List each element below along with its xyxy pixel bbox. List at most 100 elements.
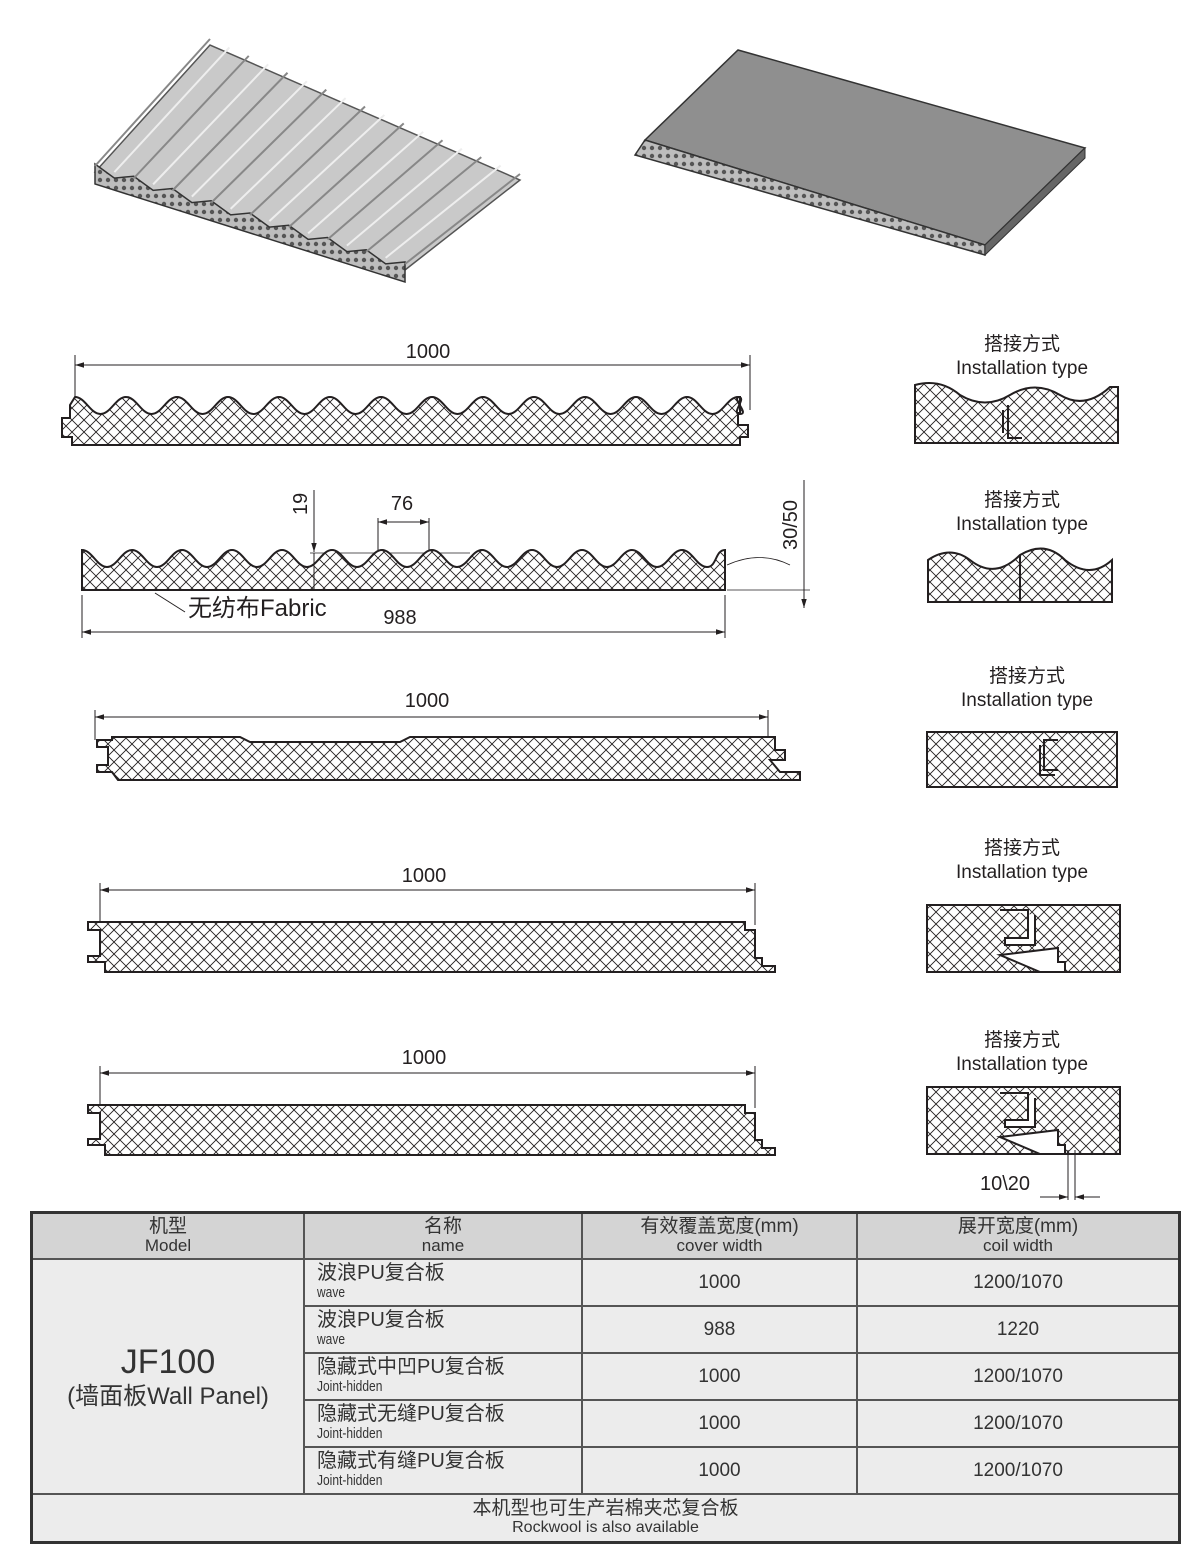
header-zh: 有效覆盖宽度(mm) [640, 1216, 799, 1237]
peak-height-dimension: 19 [290, 493, 312, 515]
cover-width-cell: 1000 [581, 1258, 858, 1307]
wave-ridge-line [288, 122, 405, 228]
coil-width-cell: 1200/1070 [856, 1399, 1181, 1448]
wave-panel-3d-image [93, 38, 522, 284]
name-en: Joint-hidden [317, 1377, 383, 1395]
width-dimension: 1000 [405, 690, 450, 712]
cover-width-cell: 1000 [581, 1446, 858, 1495]
installation-label-zh: 搭接方式 [984, 837, 1060, 859]
width-dimension: 1000 [406, 341, 451, 363]
cover-width-cell: 1000 [581, 1399, 858, 1448]
wave-ridge-line [229, 97, 347, 210]
name-en: wave [317, 1283, 346, 1301]
installation-label-zh: 搭接方式 [984, 333, 1060, 355]
gap-dimension: 10\20 [980, 1173, 1030, 1195]
name-zh: 隐藏式无缝PU复合板 [317, 1402, 505, 1425]
installation-label-en: Installation type [961, 690, 1093, 711]
footer-en: Rockwool is also available [512, 1519, 699, 1536]
header-en: Model [144, 1236, 192, 1255]
wave-ridge-line [249, 105, 366, 216]
header-coil-width: 展开宽度(mm)coil width [856, 1211, 1181, 1260]
joint-hidden-seamed-panel-section: 1000 [87, 1047, 776, 1156]
flat-panel-3d-image [633, 49, 1087, 257]
wave-ridge-line [133, 55, 250, 179]
header-cover-width: 有效覆盖宽度(mm)cover width [581, 1211, 858, 1260]
installation-type-4: 搭接方式 Installation type [926, 837, 1121, 973]
wave-ridge-line [113, 46, 231, 173]
header-zh: 机型 [148, 1216, 187, 1237]
model-code: JF100 [120, 1342, 216, 1381]
header-en: cover width [676, 1236, 763, 1255]
width-dimension: 1000 [402, 865, 447, 887]
installation-label-en: Installation type [956, 514, 1088, 535]
wave-ridge-line [210, 88, 327, 204]
joint-hidden-concave-panel-section: 1000 [94, 690, 801, 781]
header-zh: 名称 [423, 1216, 462, 1237]
installation-label-zh: 搭接方式 [984, 1029, 1060, 1051]
fabric-label: 无纺布Fabric [188, 595, 327, 622]
pitch-dimension: 76 [391, 493, 413, 515]
wave-ridge-line [152, 63, 269, 186]
wave-ridge-line [326, 139, 444, 241]
footer-zh: 本机型也可生产岩棉夹芯复合板 [472, 1498, 739, 1519]
name-en: Joint-hidden [317, 1424, 383, 1442]
coil-width-cell: 1200/1070 [856, 1446, 1181, 1495]
wave-ridge-line [384, 164, 502, 259]
name-en: wave [317, 1330, 346, 1348]
wave-ridge-line [191, 80, 308, 198]
name-zh: 波浪PU复合板 [317, 1308, 445, 1331]
wave-ridge-line [307, 131, 424, 235]
technical-drawing: 1000 19 76 30/50 无纺布Fabric 988 1000 1000 [61, 38, 1121, 1200]
header-en: coil width [983, 1236, 1053, 1255]
thickness-dimension: 30/50 [780, 500, 802, 550]
installation-label-zh: 搭接方式 [989, 665, 1065, 687]
installation-type-3: 搭接方式 Installation type [926, 665, 1118, 788]
model-subtitle: (墙面板Wall Panel) [67, 1382, 269, 1410]
cover-width-cell: 1000 [581, 1352, 858, 1401]
name-zh: 隐藏式中凹PU复合板 [317, 1355, 505, 1378]
wave-ridge-line [365, 156, 482, 253]
width-dimension: 1000 [402, 1047, 447, 1069]
wave-ridge-line [94, 38, 211, 167]
joint-hidden-seamless-panel-section: 1000 [87, 865, 776, 973]
name-zh: 隐藏式有缝PU复合板 [317, 1449, 505, 1472]
installation-type-5: 搭接方式 Installation type 10\20 [926, 1029, 1121, 1200]
wave-panel-988-section: 19 76 30/50 无纺布Fabric 988 [81, 480, 810, 638]
wave-ridge-line [346, 147, 463, 247]
wave-panel-1000-section: 1000 [61, 341, 751, 446]
installation-label-en: Installation type [956, 1054, 1088, 1075]
wave-ridge-line [171, 72, 289, 192]
coil-width-cell: 1200/1070 [856, 1352, 1181, 1401]
installation-type-2: 搭接方式 Installation type [927, 489, 1113, 603]
coil-width-cell: 1220 [856, 1305, 1181, 1354]
header-en: name [421, 1236, 465, 1255]
cover-width-cell: 988 [581, 1305, 858, 1354]
coil-width-cell: 1200/1070 [856, 1258, 1181, 1307]
name-zh: 波浪PU复合板 [317, 1261, 445, 1284]
wave-ridge-line [404, 173, 521, 265]
model-cell: JF100(墙面板Wall Panel) [30, 1258, 305, 1495]
name-en: Joint-hidden [317, 1471, 383, 1489]
wave-ridge-line [268, 114, 386, 222]
installation-label-en: Installation type [956, 862, 1088, 883]
width-dimension: 988 [383, 607, 416, 629]
installation-label-zh: 搭接方式 [984, 489, 1060, 511]
installation-type-1: 搭接方式 Installation type [914, 333, 1119, 444]
header-zh: 展开宽度(mm) [957, 1216, 1079, 1237]
